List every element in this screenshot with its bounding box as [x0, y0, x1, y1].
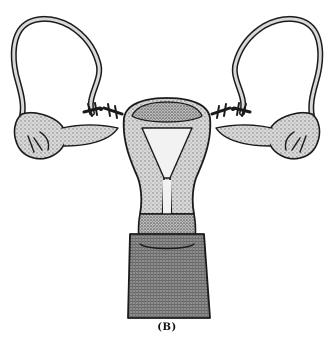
left-ovarian-ligament [62, 125, 118, 146]
right-ovary [268, 113, 319, 159]
left-ovary [15, 113, 66, 159]
right-fallopian-tube-inner [235, 19, 321, 116]
vagina [128, 234, 210, 318]
left-fallopian-tube-inner [14, 19, 100, 116]
panel-label: (B) [0, 322, 334, 333]
left-fallopian-tube [14, 19, 100, 116]
right-ovarian-ligament [216, 125, 272, 146]
right-fallopian-tube [235, 19, 321, 116]
